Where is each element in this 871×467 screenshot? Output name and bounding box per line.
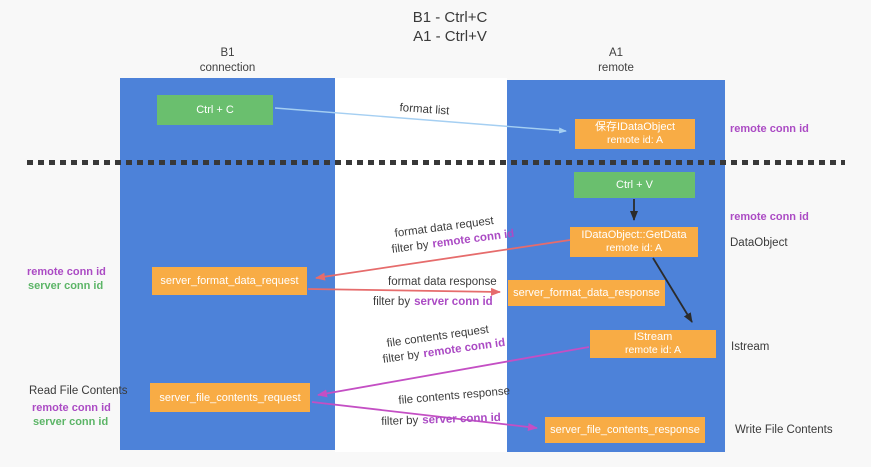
lane-b1-name: B1 xyxy=(220,47,235,59)
label-remote-conn-id-left-bottom: remote conn id xyxy=(32,402,111,414)
node-idataobject-getdata-line2: remote id: A xyxy=(605,242,663,254)
lane-header-b1: B1 connection xyxy=(120,46,335,76)
node-ctrl-c-label: Ctrl + C xyxy=(196,104,234,116)
filter-by-text: filter by xyxy=(373,296,411,308)
node-idataobject-getdata-line1: IDataObject::GetData xyxy=(581,229,687,241)
node-idataobject-getdata: IDataObject::GetData remote id: A xyxy=(570,227,698,257)
node-server-file-contents-response: server_file_contents_response xyxy=(545,417,705,443)
label-remote-conn-id-right-mid: remote conn id xyxy=(730,211,809,223)
title-line-2: A1 - Ctrl+V xyxy=(413,28,487,45)
label-remote-conn-id-right-top: remote conn id xyxy=(730,123,809,135)
label-istream: Istream xyxy=(731,341,770,353)
node-istream-line1: IStream xyxy=(633,331,673,343)
lane-header-a1: A1 remote xyxy=(507,46,725,76)
label-server-conn-id-left-mid: server conn id xyxy=(28,280,104,292)
node-ctrl-c: Ctrl + C xyxy=(157,95,273,125)
node-save-idataobject-line2: remote id: A xyxy=(606,134,664,146)
lane-b1-subtitle: connection xyxy=(199,62,256,74)
node-server-format-data-response-label: server_format_data_response xyxy=(513,287,660,299)
node-save-idataobject: 保存IDataObject remote id: A xyxy=(575,119,695,149)
node-server-format-data-response: server_format_data_response xyxy=(508,280,665,306)
node-server-format-data-request-label: server_format_data_request xyxy=(160,275,299,287)
node-istream-line2: remote id: A xyxy=(624,344,682,356)
title-line-1: B1 - Ctrl+C xyxy=(412,9,488,26)
node-server-file-contents-response-label: server_file_contents_response xyxy=(550,424,700,436)
node-istream: IStream remote id: A xyxy=(590,330,716,358)
label-dataobject: DataObject xyxy=(730,237,788,249)
server-conn-id-text: server conn id xyxy=(414,296,493,308)
lane-a1-name: A1 xyxy=(608,47,624,59)
node-save-idataobject-line1: 保存IDataObject xyxy=(594,121,676,133)
node-ctrl-v: Ctrl + V xyxy=(574,172,695,198)
phase-separator-dashed-line xyxy=(27,160,845,165)
filter-by-text: filter by xyxy=(381,414,419,428)
node-server-file-contents-request-label: server_file_contents_request xyxy=(159,391,301,404)
label-read-file-contents: Read File Contents xyxy=(29,385,128,397)
node-ctrl-v-label: Ctrl + V xyxy=(616,179,653,191)
lane-a1-subtitle: remote xyxy=(598,62,634,74)
label-write-file-contents: Write File Contents xyxy=(735,424,833,436)
label-server-conn-id-left-bottom: server conn id xyxy=(33,416,109,428)
diagram-title: B1 - Ctrl+C A1 - Ctrl+V xyxy=(315,8,585,46)
edge-label-format-data-response: format data response xyxy=(388,276,497,288)
label-remote-conn-id-left-mid: remote conn id xyxy=(27,266,106,278)
node-server-format-data-request: server_format_data_request xyxy=(152,267,307,295)
node-server-file-contents-request: server_file_contents_request xyxy=(150,383,310,412)
